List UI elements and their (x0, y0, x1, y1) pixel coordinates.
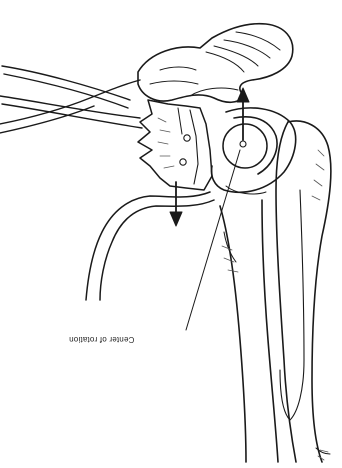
humeral-head (212, 108, 296, 194)
center-of-rotation-label: Center of rotation (69, 335, 134, 344)
scapula-body (138, 100, 212, 190)
left-limb-bones (0, 66, 142, 133)
humerus-shaft (220, 200, 278, 462)
upward-force-arrow (237, 88, 249, 140)
scapular-spine (86, 192, 214, 300)
downward-force-arrow (170, 182, 182, 226)
acromion-process (138, 24, 293, 103)
